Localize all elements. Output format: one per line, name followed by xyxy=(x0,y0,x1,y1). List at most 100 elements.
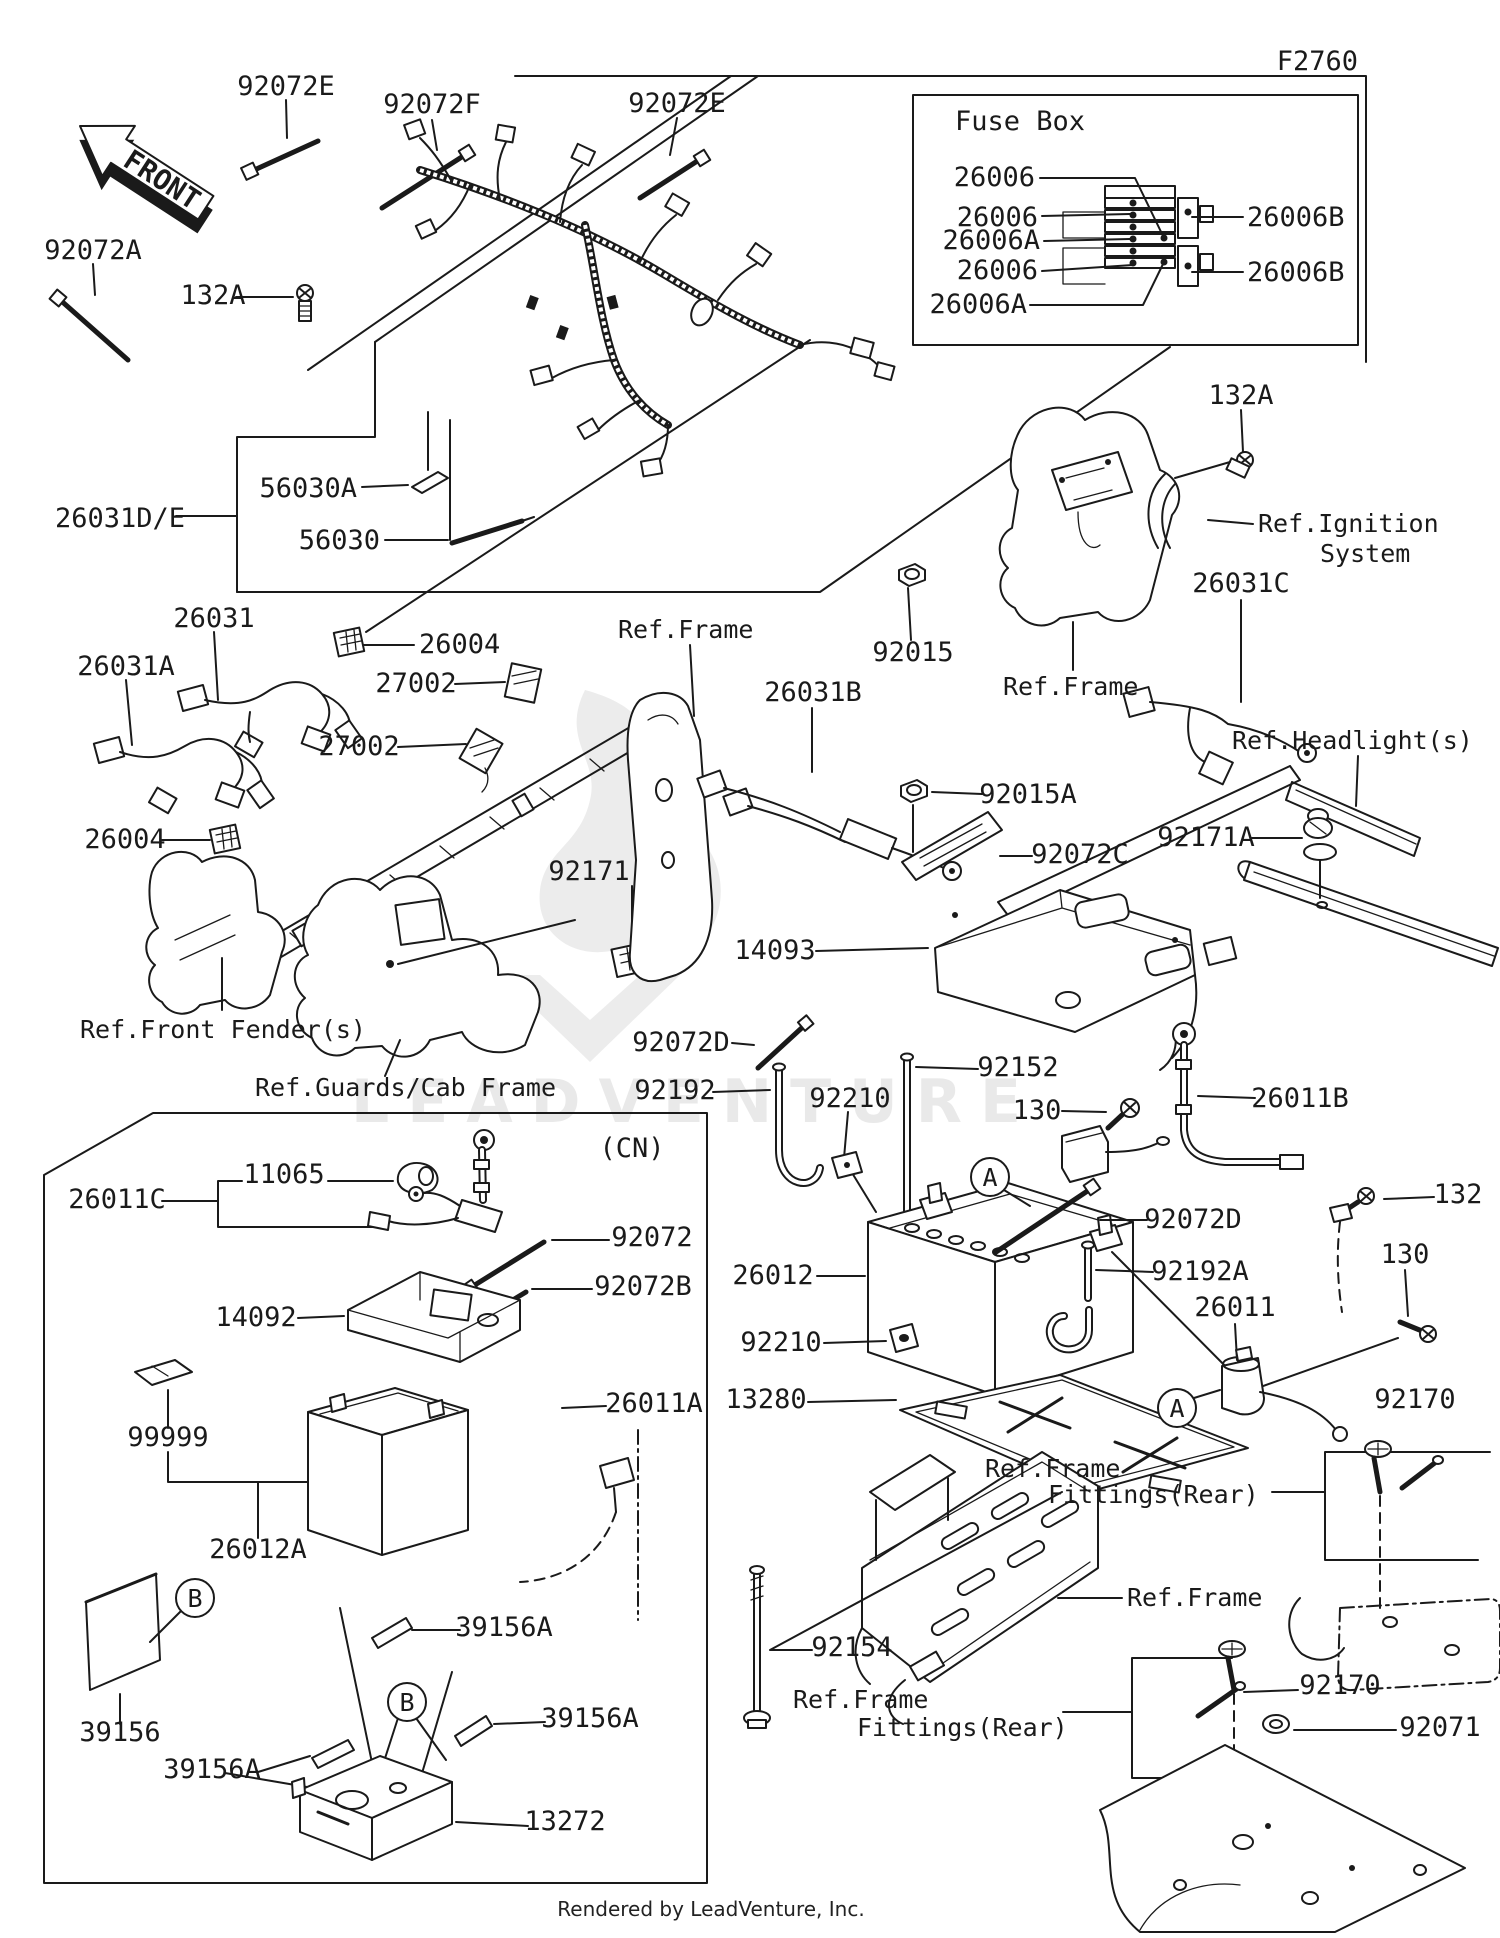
watermark-v-icon xyxy=(500,975,680,1062)
part-label-14092-60: 14092 xyxy=(215,1302,296,1333)
bolt-132a-right xyxy=(1225,451,1254,479)
part-label-26006-6: 26006 xyxy=(954,162,1035,193)
skid-plate xyxy=(1099,1744,1466,1933)
part-label-132a-28: 132A xyxy=(1208,380,1273,411)
part-label-39156a-68: 39156A xyxy=(455,1612,553,1643)
part-label-56030a-13: 56030A xyxy=(259,473,357,504)
grommet-92071 xyxy=(1262,1714,1290,1734)
circled-marker-b-2: B xyxy=(175,1578,215,1618)
relay-27002-upper xyxy=(503,662,543,704)
part-label-ref-ignition-29: Ref.Ignition xyxy=(1258,509,1439,538)
battery-cover-14092 xyxy=(347,1271,521,1363)
region-note: (CN) xyxy=(599,1133,664,1164)
layout-construction-lines xyxy=(175,75,1367,633)
part-label-39156a-67: 39156A xyxy=(163,1754,261,1785)
grommet-92171a xyxy=(1303,808,1337,909)
cable-ties-top xyxy=(48,99,712,363)
bolt-130-battery xyxy=(1105,1098,1140,1131)
marker-letter: A xyxy=(982,1163,997,1192)
part-label-92192-39: 92192 xyxy=(634,1075,715,1106)
part-label-56030-14: 56030 xyxy=(299,525,380,556)
reflector-39156 xyxy=(84,1572,161,1691)
part-label-ref-frame-53: Ref.Frame xyxy=(793,1685,928,1714)
sub-harness-26031 xyxy=(92,626,543,855)
battery-cable-26011b xyxy=(1172,1022,1304,1170)
part-label-92072a-3: 92072A xyxy=(44,235,142,266)
bolt-132 xyxy=(1343,1187,1375,1213)
battery-plate-13280 xyxy=(899,1374,1249,1494)
part-label-92170-48: 92170 xyxy=(1374,1384,1455,1415)
part-label-26031-15: 26031 xyxy=(173,603,254,634)
part-label-26031b-26: 26031B xyxy=(764,677,862,708)
circled-marker-a-1: A xyxy=(1157,1388,1197,1428)
part-label-92170-72: 92170 xyxy=(1299,1670,1380,1701)
bolt-132a xyxy=(296,284,314,322)
watermark-flame-icon xyxy=(539,690,721,955)
circled-markers-layer: A A B B xyxy=(175,1157,1197,1722)
part-label-92071-71: 92071 xyxy=(1399,1712,1480,1743)
part-label-26031d-e-5: 26031D/E xyxy=(55,503,185,534)
fuse-stack-drawing xyxy=(1062,185,1214,287)
marker-letter: B xyxy=(399,1688,414,1717)
connector-26004-upper xyxy=(332,626,366,658)
part-label-26011a-57: 26011A xyxy=(605,1388,703,1419)
ignition-system-area xyxy=(998,406,1254,671)
part-label-26031c-31: 26031C xyxy=(1192,568,1290,599)
center-frame-pillar xyxy=(626,644,714,983)
part-label-132-46: 132 xyxy=(1434,1179,1483,1210)
fuse-box-title: Fuse Box xyxy=(955,106,1085,137)
circled-marker-a-0: A xyxy=(970,1157,1010,1197)
part-label-ref-frame-49: Ref.Frame xyxy=(985,1454,1120,1483)
part-label-92072d-37: 92072D xyxy=(632,1027,730,1058)
headlight-area xyxy=(1122,599,1499,967)
labels-56030 xyxy=(361,411,535,546)
battery-26012a xyxy=(307,1387,469,1556)
circled-marker-b-3: B xyxy=(387,1682,427,1722)
part-label-26006a-8: 26006A xyxy=(942,225,1040,256)
main-harness-26031 xyxy=(403,118,896,478)
marker-letter: A xyxy=(1169,1394,1184,1423)
part-label-26006-7: 26006 xyxy=(957,202,1038,233)
nut-92015-and-whip xyxy=(696,563,962,881)
battery-26012 xyxy=(807,1182,1249,1494)
part-label-27002-19: 27002 xyxy=(318,731,399,762)
part-label-14093-36: 14093 xyxy=(734,935,815,966)
part-label-fittings-rear--50: Fittings(Rear) xyxy=(1048,1480,1259,1509)
part-label-ref-front-fender-s--22: Ref.Front Fender(s) xyxy=(80,1015,366,1044)
part-label-26006-9: 26006 xyxy=(957,255,1038,286)
part-label-39156a-69: 39156A xyxy=(541,1703,639,1734)
part-label-26006b-11: 26006B xyxy=(1247,202,1345,233)
part-label-99999-61: 99999 xyxy=(127,1422,208,1453)
cn-region-box xyxy=(43,1112,708,1884)
part-label-92072b-64: 92072B xyxy=(594,1271,692,1302)
part-label-fittings-rear--54: Fittings(Rear) xyxy=(857,1713,1068,1742)
part-label-92171-21: 92171 xyxy=(548,856,629,887)
part-label-system-30: System xyxy=(1320,539,1410,568)
part-label-92015a-34: 92015A xyxy=(979,779,1077,810)
part-label-26006a-10: 26006A xyxy=(929,289,1027,320)
part-label-92072f-1: 92072F xyxy=(383,89,481,120)
battery-cable-26011a xyxy=(519,1405,639,1621)
bolt-92154 xyxy=(743,1565,771,1729)
part-label-92072d-43: 92072D xyxy=(1144,1204,1242,1235)
part-label-92072e-0: 92072E xyxy=(237,71,335,102)
part-label-13280-55: 13280 xyxy=(725,1384,806,1415)
nut-92015a xyxy=(900,779,928,803)
relay-27002-lower xyxy=(458,727,504,793)
fuse-box-inset xyxy=(912,94,1359,346)
part-label-92154-52: 92154 xyxy=(811,1632,892,1663)
connector-26004-lower xyxy=(208,823,242,855)
part-label-ref-frame-24: Ref.Frame xyxy=(618,615,753,644)
part-label-ref-guards-cab-frame-23: Ref.Guards/Cab Frame xyxy=(255,1073,556,1102)
part-label-26012a-62: 26012A xyxy=(209,1534,307,1565)
part-label-39156-66: 39156 xyxy=(79,1717,160,1748)
part-label-92171a-33: 92171A xyxy=(1157,822,1255,853)
terminal-cover-26011 xyxy=(1221,1346,1348,1442)
part-label-130-41: 130 xyxy=(1013,1095,1062,1126)
right-cable-group xyxy=(993,1177,1437,1442)
part-label-26011-45: 26011 xyxy=(1194,1292,1275,1323)
part-label-92072-63: 92072 xyxy=(611,1222,692,1253)
